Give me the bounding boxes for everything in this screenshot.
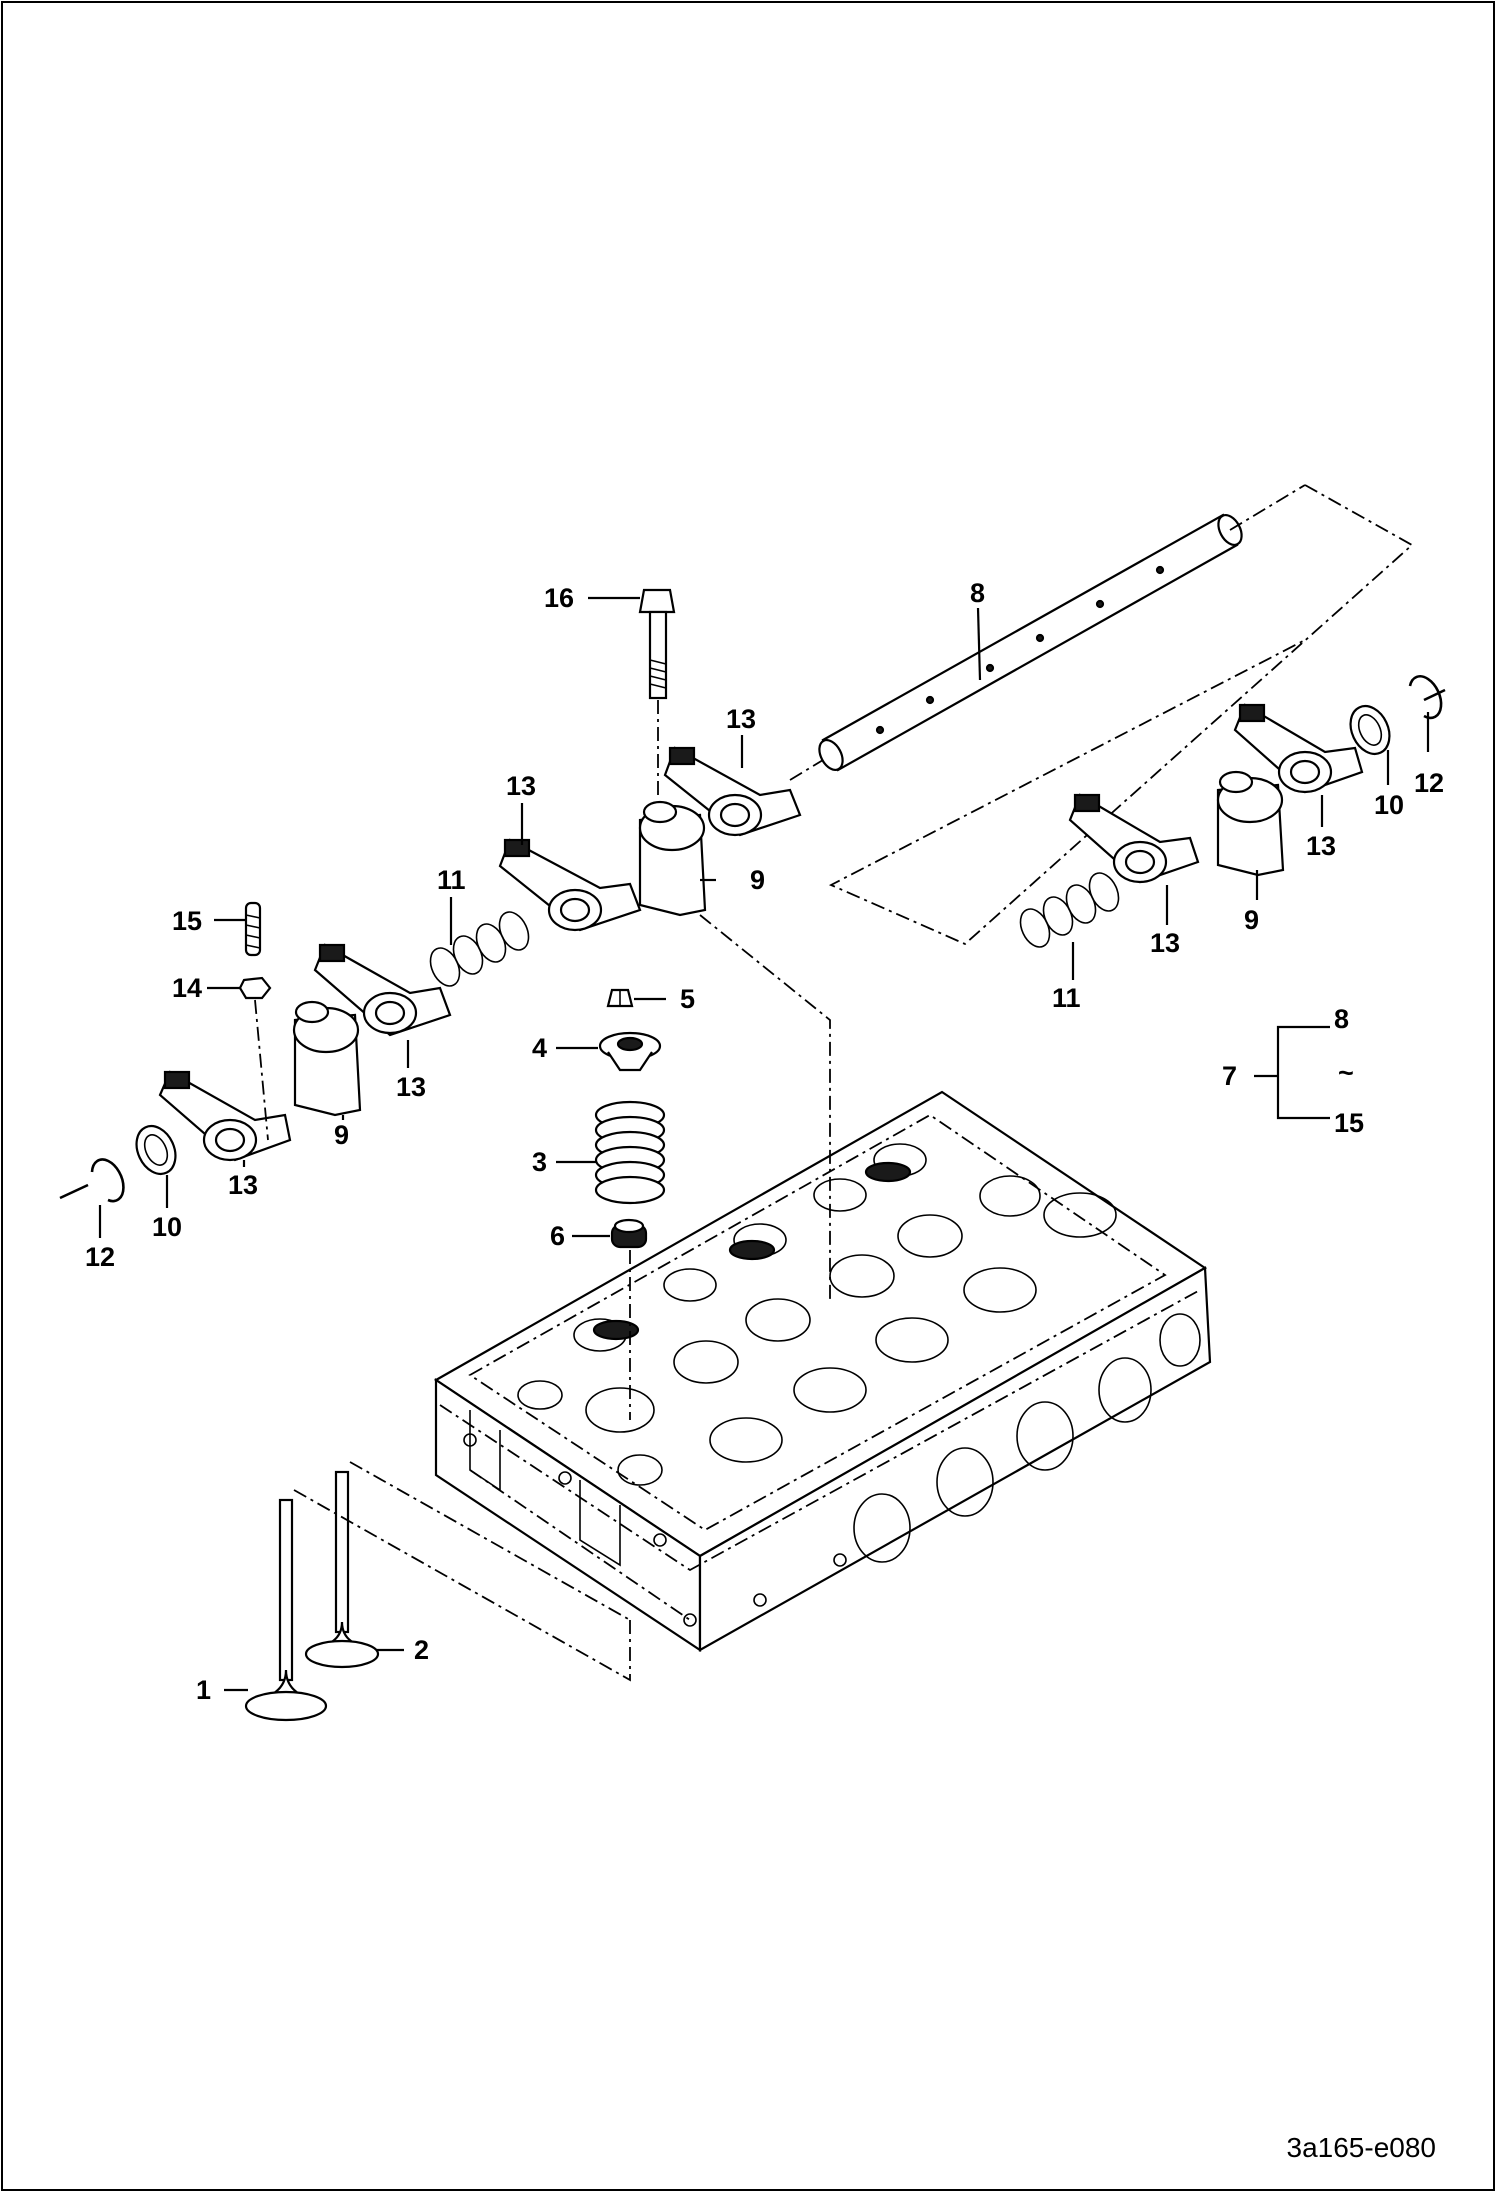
callout-5: 5 bbox=[680, 984, 695, 1014]
callout-11-left: 11 bbox=[437, 865, 466, 895]
rocker-support-upper bbox=[638, 800, 707, 917]
callout-12-right: 12 bbox=[1414, 768, 1444, 798]
exhaust-valve bbox=[304, 1470, 380, 1669]
lock-nut bbox=[238, 976, 272, 1000]
callout-15: 15 bbox=[172, 906, 202, 936]
callout-13-upper: 13 bbox=[726, 704, 756, 734]
cylinder-head bbox=[433, 1090, 1212, 1653]
callout-1: 1 bbox=[196, 1675, 211, 1705]
valve-spring bbox=[594, 1100, 666, 1205]
callout-9-upper: 9 bbox=[750, 865, 765, 895]
callout-12-left: 12 bbox=[85, 1242, 115, 1272]
rocker-arm-mid bbox=[498, 838, 642, 932]
callout-11-right: 11 bbox=[1052, 983, 1081, 1013]
callout-13-lower: 13 bbox=[228, 1170, 258, 1200]
callout-13-mid: 13 bbox=[506, 771, 536, 801]
rocker-arm-left bbox=[313, 943, 452, 1037]
rocker-arm-upper bbox=[663, 746, 802, 837]
group-range-mark: ~ bbox=[1338, 1058, 1354, 1088]
callout-13-right-b: 13 bbox=[1306, 831, 1336, 861]
rocker-arm-right-b bbox=[1233, 703, 1364, 794]
callout-13-right-a: 13 bbox=[1150, 928, 1180, 958]
callout-9-left: 9 bbox=[334, 1120, 349, 1150]
callout-6: 6 bbox=[550, 1221, 565, 1251]
valve-cotter bbox=[606, 988, 634, 1008]
rocker-spring-left bbox=[429, 911, 530, 987]
callout-16: 16 bbox=[544, 583, 574, 613]
valve-stem-seal bbox=[610, 1218, 648, 1249]
rocker-support-right bbox=[1216, 770, 1285, 877]
callout-9-right: 9 bbox=[1244, 905, 1259, 935]
snap-ring-right bbox=[1408, 675, 1443, 720]
callout-10-left: 10 bbox=[152, 1212, 182, 1242]
drawing-number: 3a165-e080 bbox=[1287, 2132, 1436, 2163]
rocker-arm-lower bbox=[158, 1070, 292, 1162]
group-to-15: 15 bbox=[1334, 1108, 1364, 1138]
callout-14: 14 bbox=[172, 973, 202, 1003]
rocker-spring-right bbox=[1019, 872, 1120, 948]
snap-ring-left bbox=[90, 1158, 125, 1203]
group-from-8: 8 bbox=[1334, 1004, 1349, 1034]
rocker-arm-right-a bbox=[1068, 793, 1200, 884]
adjusting-screw bbox=[244, 901, 262, 957]
callout-8-shaft: 8 bbox=[970, 578, 985, 608]
bolt bbox=[638, 588, 676, 800]
callout-3: 3 bbox=[532, 1147, 547, 1177]
intake-valve bbox=[244, 1498, 328, 1722]
rocker-support-left bbox=[292, 1000, 362, 1117]
group-label-7: 7 bbox=[1222, 1061, 1237, 1091]
rocker-shaft bbox=[818, 513, 1243, 772]
leader-lines bbox=[98, 596, 1430, 1692]
washer-left bbox=[135, 1124, 177, 1176]
callout-2: 2 bbox=[414, 1635, 429, 1665]
callout-10-right: 10 bbox=[1374, 790, 1404, 820]
callout-4: 4 bbox=[532, 1033, 547, 1063]
callout-labels: 1 2 3 4 5 6 16 8 13 13 11 9 13 9 13 15 1… bbox=[85, 578, 1444, 1705]
callout-13-left: 13 bbox=[396, 1072, 426, 1102]
spring-retainer bbox=[598, 1031, 662, 1072]
